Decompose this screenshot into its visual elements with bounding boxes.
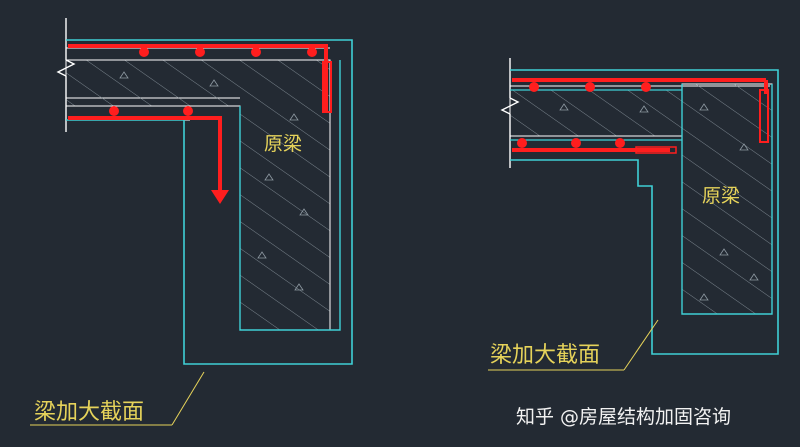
left-enlarged-section-label: 梁加大截面 [34, 400, 144, 425]
right-original-beam-hatch [681, 83, 773, 315]
left-detail: 原梁 梁加大截面 [30, 18, 353, 426]
right-original-beam-label: 原梁 [702, 185, 740, 207]
right-enlarged-section-label: 梁加大截面 [490, 343, 600, 368]
left-bottom-rebar-arrow [211, 190, 229, 204]
left-bottom-rebar [68, 116, 222, 196]
right-enlarged-section-outline [510, 69, 779, 355]
right-original-beam-outline [681, 84, 773, 315]
right-bottom-rebar-anchor [635, 146, 677, 154]
left-original-beam-outline [239, 60, 341, 331]
left-rebar-dots [109, 47, 317, 116]
left-original-beam-hatch [65, 59, 331, 331]
left-top-rebar [68, 44, 328, 112]
right-slab-outline [510, 89, 682, 141]
right-rebar-dots [517, 82, 651, 148]
right-leader-line [623, 319, 659, 371]
right-detail: 原梁 梁加大截面 [488, 58, 779, 371]
right-aggregate-marks [559, 103, 759, 301]
left-leader-line [171, 371, 205, 426]
left-aggregate-marks [119, 71, 309, 291]
watermark-text: 知乎 @房屋结构加固咨询 [516, 406, 731, 428]
left-top-rebar-hook [322, 61, 332, 113]
left-original-beam-label: 原梁 [264, 133, 302, 155]
right-slab-hatch [509, 89, 683, 137]
